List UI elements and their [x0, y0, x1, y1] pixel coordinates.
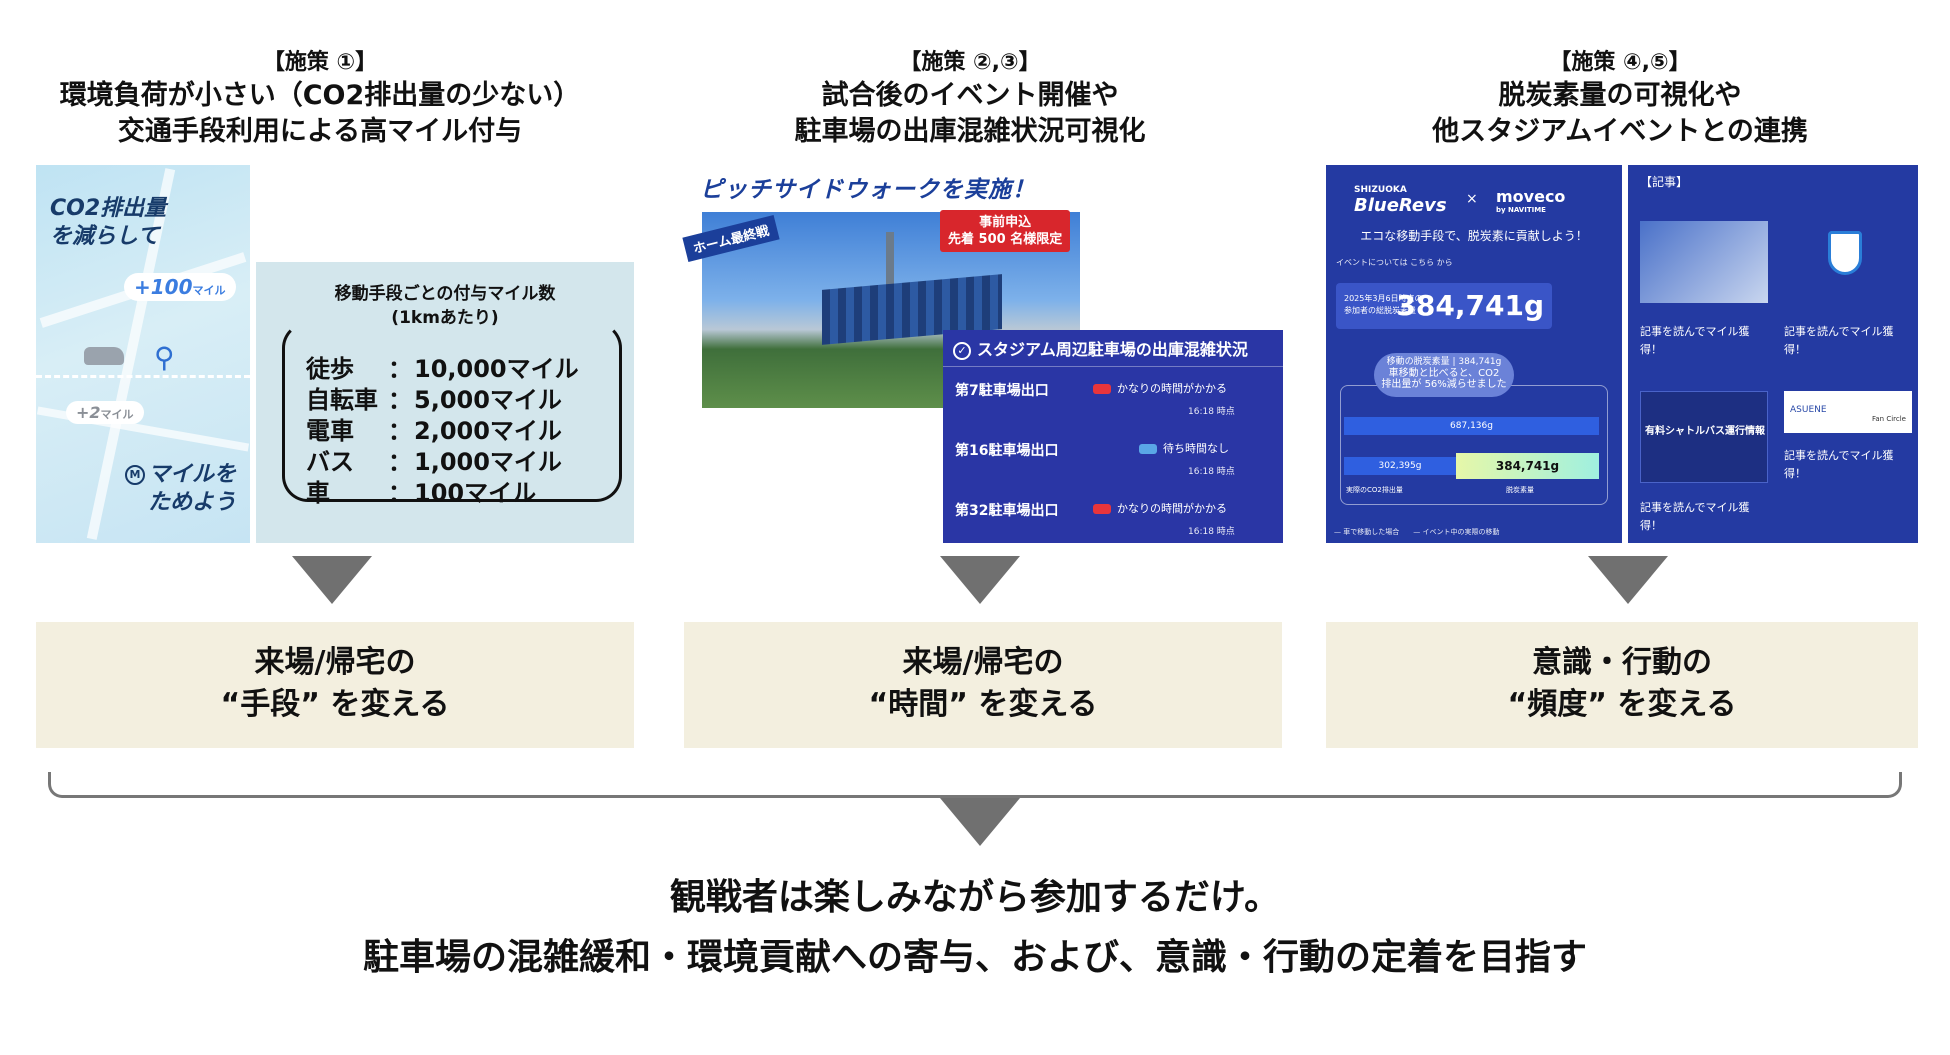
- column-1-line-1: 環境負荷が小さい（CO2排出量の少ない）: [59, 80, 581, 111]
- articles-label: 【記事】: [1640, 175, 1689, 189]
- column-3-tag: 【施策 ④,⑤】: [1549, 50, 1691, 75]
- event-info-link[interactable]: イベントについては こちら から: [1336, 258, 1453, 267]
- column-3-line-1: 脱炭素量の可視化や: [1498, 80, 1742, 111]
- article-read-text: 記事を読んでマイル獲得！: [1784, 325, 1894, 356]
- result-box-1: 来場/帰宅の “手段” を変える: [36, 622, 634, 748]
- article-thumbnail[interactable]: 有料シャトルバス運行情報: [1640, 391, 1768, 483]
- column-2-line-2: 駐車場の出庫混雑状況可視化: [794, 116, 1146, 147]
- article-thumbnail[interactable]: [1640, 221, 1768, 303]
- arrow-down-icon: [1588, 556, 1668, 604]
- car-status-icon: [1093, 384, 1111, 394]
- miles-row: バス：1,000マイル: [306, 448, 562, 476]
- article-read-text: 記事を読んでマイル獲得！: [1640, 325, 1750, 356]
- column-2-tag: 【施策 ②,③】: [899, 50, 1041, 75]
- column-2-heading: 【施策 ②,③】 試合後のイベント開催や 駐車場の出庫混雑状況可視化: [690, 48, 1250, 150]
- miles-bracket: [282, 322, 622, 502]
- column-2-line-1: 試合後のイベント開催や: [821, 80, 1119, 111]
- bar-decarbonization-label: 脱炭素量: [1506, 486, 1534, 494]
- articles-panel: 【記事】 記事を読んでマイル獲得！ 記事を読んでマイル獲得！ 有料シャトルバス運…: [1628, 165, 1918, 543]
- conclusion-line-1: 観戦者は楽しみながら参加するだけ。: [669, 877, 1281, 918]
- parking-lot-status: かなりの時間がかかる: [1093, 500, 1227, 516]
- miles-row: 車：100マイル: [306, 479, 537, 507]
- column-3-heading: 【施策 ④,⑤】 脱炭素量の可視化や 他スタジアムイベントとの連携: [1340, 48, 1900, 150]
- miles-per-mode-box: 移動手段ごとの付与マイル数 (1kmあたり) 徒歩：10,000マイル 自転車：…: [256, 262, 634, 543]
- moveco-slogan: エコな移動手段で、脱炭素に貢献しよう！: [1360, 229, 1588, 243]
- parking-title: ✓スタジアム周辺駐車場の出庫混雑状況: [953, 336, 1248, 360]
- reduction-summary-pill: 移動の脱炭素量 | 384,741g 車移動と比べると、CO2 排出量が 56%…: [1374, 353, 1514, 397]
- arrow-down-icon: [940, 556, 1020, 604]
- parking-lot-status: かなりの時間がかかる: [1093, 380, 1227, 396]
- miles-row: 自転車：5,000マイル: [306, 386, 562, 414]
- total-decarbonization-value: 384,741g: [1396, 289, 1544, 322]
- conclusion: 観戦者は楽しみながら参加するだけ。 駐車場の混雑緩和・環境貢献への寄与、および、…: [0, 868, 1950, 988]
- bar-decarbonization: 384,741g: [1456, 453, 1599, 479]
- map-title: CO2排出量 を減らして: [50, 196, 167, 249]
- miles-row: 徒歩：10,000マイル: [306, 355, 579, 383]
- total-decarbonization-box: 2025年3月6日時点の参加者の総脱炭素量 384,741g: [1336, 283, 1552, 329]
- pitchside-walk-title: ピッチサイドウォークを実施！: [700, 177, 1036, 203]
- summary-brace: [48, 772, 1902, 798]
- car-icon: [84, 347, 124, 365]
- bonus-bubble-small: +2マイル: [66, 401, 144, 424]
- parking-lot-name: 第32駐車場出口: [955, 503, 1059, 519]
- miles-row: 電車：2,000マイル: [306, 417, 562, 445]
- parking-lot-name: 第7駐車場出口: [955, 383, 1049, 399]
- moveco-legend: — 車で移動した場合 — イベント中の実際の移動: [1334, 528, 1500, 536]
- bar-actual-emission: 302,395g: [1344, 457, 1456, 475]
- check-circle-icon: ✓: [953, 341, 971, 360]
- conclusion-line-2: 駐車場の混雑緩和・環境貢献への寄与、および、意識・行動の定着を目指す: [362, 937, 1587, 978]
- parking-congestion-panel: ✓スタジアム周辺駐車場の出庫混雑状況 第7駐車場出口 かなりの時間がかかる 16…: [943, 330, 1283, 543]
- bonus-bubble-large: +100マイル: [124, 273, 236, 301]
- parking-lot-name: 第16駐車場出口: [955, 443, 1059, 459]
- parking-lot-time: 16:18 時点: [1188, 467, 1235, 477]
- article-read-text: 記事を読んでマイル獲得！: [1640, 501, 1750, 532]
- column-1-heading: 【施策 ①】 環境負荷が小さい（CO2排出量の少ない） 交通手段利用による高マイ…: [40, 48, 600, 150]
- result-box-3: 意識・行動の “頻度” を変える: [1326, 622, 1918, 748]
- column-3-line-2: 他スタジアムイベントとの連携: [1432, 116, 1808, 147]
- article-thumbnail[interactable]: [1784, 221, 1904, 303]
- bluerevs-emblem-icon: [1828, 231, 1862, 275]
- reservation-tag: 事前申込 先着 500 名様限定: [940, 210, 1071, 252]
- article-thumbnail[interactable]: ASUENE Fan Circle: [1784, 391, 1912, 433]
- parking-lot-time: 16:18 時点: [1188, 527, 1235, 537]
- bar-car-emission: 687,136g: [1344, 417, 1599, 435]
- car-status-icon: [1139, 444, 1157, 454]
- parking-lot-status: 待ち時間なし: [1139, 440, 1229, 456]
- parking-lot-time: 16:18 時点: [1188, 407, 1235, 417]
- car-status-icon: [1093, 504, 1111, 514]
- arrow-down-icon: [292, 556, 372, 604]
- article-read-text: 記事を読んでマイル獲得！: [1784, 449, 1894, 480]
- column-1-line-2: 交通手段利用による高マイル付与: [117, 116, 523, 147]
- miles-table-title: 移動手段ごとの付与マイル数 (1kmあたり): [334, 284, 556, 328]
- bicycle-icon: ⚲: [154, 341, 175, 374]
- bar-actual-label: 実際のCO2排出量: [1346, 486, 1403, 494]
- mile-logo-icon: M: [124, 465, 145, 485]
- column-1-tag: 【施策 ①】: [262, 50, 378, 75]
- result-box-2: 来場/帰宅の “時間” を変える: [684, 622, 1282, 748]
- arrow-down-icon: [940, 798, 1020, 846]
